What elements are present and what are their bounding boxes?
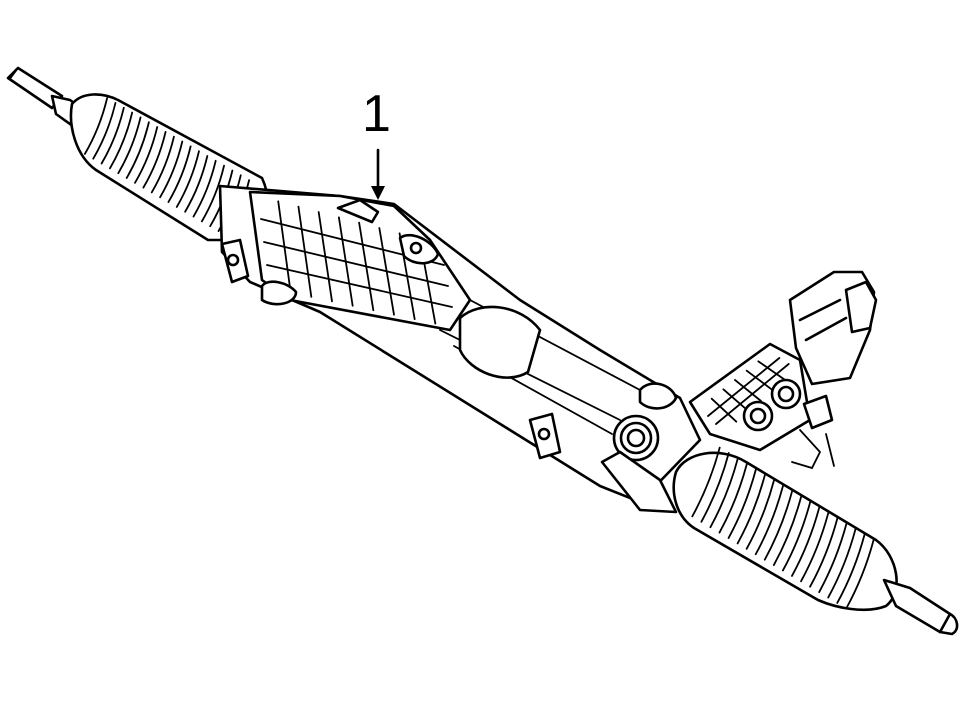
bellows-rib [192,159,217,218]
grid-line [707,357,781,417]
bellows-rib [727,468,757,539]
bellows-rib [791,506,821,577]
grid-line [710,397,738,423]
bellows-rib [763,490,794,561]
callout-1-leader [371,148,385,200]
bellows-rib [175,150,200,208]
grid-line [745,369,775,392]
grid-line [757,360,787,382]
grid-line [263,241,449,287]
bellows-rib [736,473,766,545]
bellows-rib [827,527,857,599]
bellows-rib [83,97,109,155]
bellows-rib [836,533,866,604]
bellows-rib [134,126,159,184]
grid-line [734,379,762,402]
rack-housing [218,184,702,514]
callout-1-label: 1 [362,85,391,143]
bellows-rib [691,446,721,518]
bellows-rib [184,155,209,213]
bellows-rib [845,538,875,610]
bellows-rib [92,102,117,160]
bellows-rib [200,164,225,223]
bellows-rib [125,121,150,179]
bellows-rib [718,462,748,534]
bellows-rib [700,452,730,523]
right-bellows-boot [672,446,898,612]
bellows-rib [100,106,125,165]
bellows-rib [818,522,848,594]
grid-line [722,388,750,413]
bellows-rib [800,511,830,583]
bellows-rib [754,484,785,556]
bellows-rib [709,457,739,529]
bellows-rib [159,140,184,199]
bellows-rib [150,135,175,194]
bellows-rib [809,517,839,588]
bellows-rib [167,145,192,204]
grid-line [715,363,790,425]
bellows-rib [745,479,775,550]
bellows-rib [109,111,134,170]
bellows-rib [142,130,167,189]
bellows-rib [781,500,812,572]
pinion-valve-assembly [688,270,878,470]
bellows-rib [117,116,142,175]
bellows-rib [772,495,803,566]
grid-line [266,264,453,308]
right-tie-rod [882,578,959,636]
